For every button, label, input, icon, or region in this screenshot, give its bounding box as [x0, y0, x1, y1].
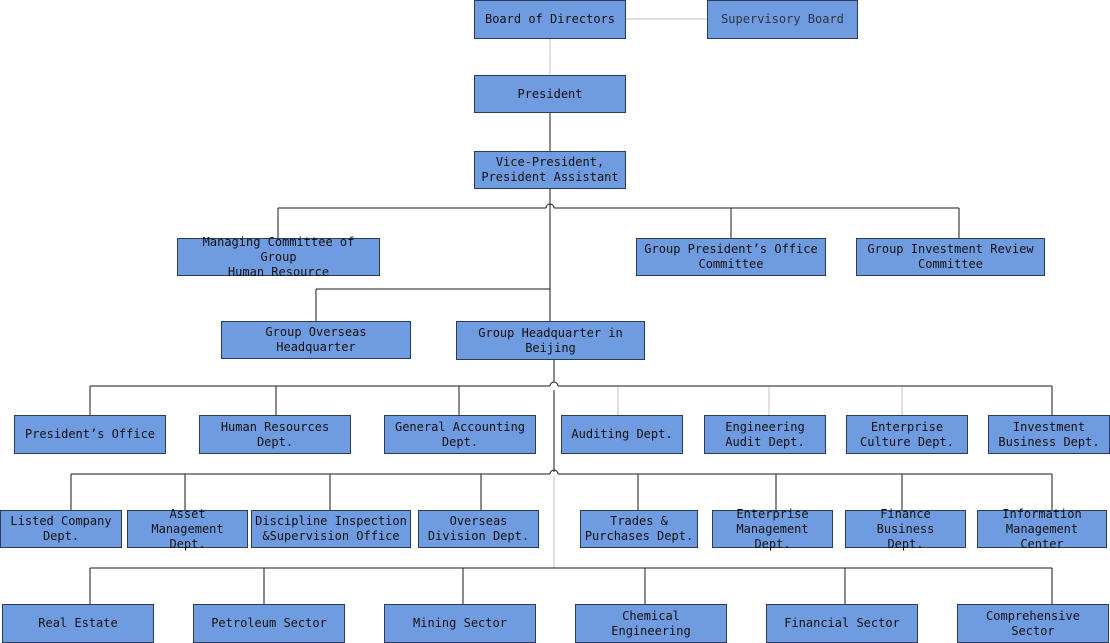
president-box: President — [474, 75, 626, 113]
human-resources-dept-box: Human Resources Dept. — [199, 415, 351, 454]
petroleum-sector-box: Petroleum Sector — [193, 604, 345, 643]
investment-committee-box: Group Investment Review Committee — [856, 238, 1045, 276]
trades-purchases-dept-box: Trades & Purchases Dept. — [580, 510, 698, 548]
comprehensive-sector-box: Comprehensive Sector — [957, 604, 1109, 643]
enterprise-management-dept-box: Enterprise Management Dept. — [712, 507, 833, 551]
presidents-office-box: President’s Office — [14, 415, 166, 454]
supervisory-board-box: Supervisory Board — [707, 0, 858, 39]
investment-business-dept-box: Investment Business Dept. — [988, 415, 1110, 454]
overseas-division-dept-box: Overseas Division Dept. — [418, 510, 539, 548]
finance-business-dept-box: Finance Business Dept. — [845, 507, 966, 551]
real-estate-box: Real Estate — [2, 604, 154, 643]
overseas-headquarter-box: Group Overseas Headquarter — [221, 321, 411, 359]
mining-sector-box: Mining Sector — [384, 604, 536, 643]
beijing-headquarter-box: Group Headquarter in Beijing — [456, 321, 645, 360]
listed-company-dept-box: Listed Company Dept. — [0, 510, 122, 548]
engineering-audit-dept-box: Engineering Audit Dept. — [704, 415, 826, 454]
chemical-engineering-box: Chemical Engineering — [575, 604, 727, 643]
vice-president-box: Vice-President, President Assistant — [474, 151, 626, 189]
hr-committee-box: Managing Committee of Group Human Resour… — [177, 235, 380, 279]
information-management-center-box: Information Management Center — [977, 507, 1107, 551]
financial-sector-box: Financial Sector — [766, 604, 918, 643]
asset-management-dept-box: Asset Management Dept. — [127, 507, 248, 551]
general-accounting-dept-box: General Accounting Dept. — [384, 415, 536, 454]
enterprise-culture-dept-box: Enterprise Culture Dept. — [846, 415, 968, 454]
discipline-inspection-office-box: Discipline Inspection &Supervision Offic… — [251, 510, 411, 548]
board-of-directors-box: Board of Directors — [474, 0, 626, 39]
president-office-committee-box: Group President’s Office Committee — [636, 238, 826, 276]
auditing-dept-box: Auditing Dept. — [561, 415, 683, 454]
